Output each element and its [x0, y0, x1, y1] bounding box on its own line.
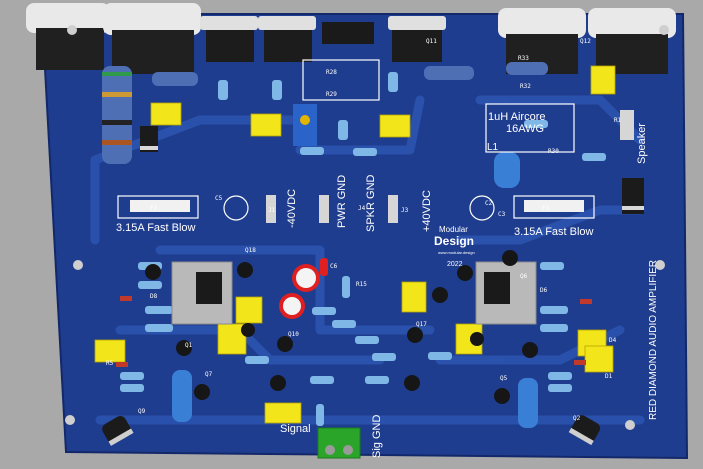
pwr-gnd-label: PWR GND — [336, 175, 348, 228]
signal-resistors — [120, 72, 606, 426]
product-name: RED DIAMOND AUDIO AMPLIFIER — [648, 260, 659, 420]
svg-text:Q6: Q6 — [520, 273, 528, 280]
r28-r29-outline: R28 R29 — [293, 59, 380, 146]
svg-text:Q11: Q11 — [426, 38, 437, 45]
cap-outlines — [223, 195, 495, 221]
svg-text:F1: F1 — [542, 205, 550, 212]
svg-text:Q5: Q5 — [500, 375, 508, 382]
pos-rail-label: +40VDC — [421, 190, 433, 232]
svg-text:R15: R15 — [356, 281, 367, 288]
electrolytic-capacitors — [102, 258, 601, 446]
svg-text:R1: R1 — [614, 117, 622, 124]
svg-text:C5: C5 — [215, 195, 223, 202]
power-headers — [266, 110, 634, 223]
svg-text:Q17: Q17 — [416, 321, 427, 328]
svg-text:D6: D6 — [540, 287, 548, 294]
heatsinks — [171, 261, 537, 325]
svg-text:J3: J3 — [401, 207, 409, 214]
svg-text:Design: Design — [434, 234, 474, 248]
svg-text:Q10: Q10 — [288, 331, 299, 338]
diodes — [116, 126, 644, 367]
brand-logo: Modular Design www.modular.design 2022 — [434, 225, 475, 268]
svg-text:R5: R5 — [106, 360, 114, 367]
power-transistors-top — [26, 3, 676, 74]
inductor-l1: 1uH Aircore 16AWG L1 — [485, 103, 575, 153]
svg-text:www.modular.design: www.modular.design — [438, 250, 475, 255]
svg-text:D4: D4 — [609, 337, 617, 344]
small-transistors — [145, 250, 538, 404]
svg-text:Q18: Q18 — [245, 247, 256, 254]
neg-rail-label: -40VDC — [286, 189, 298, 228]
svg-text:J1: J1 — [268, 207, 276, 214]
speaker-label: Speaker — [636, 123, 648, 164]
svg-text:3.15A Fast Blow: 3.15A Fast Blow — [514, 226, 594, 238]
svg-text:L1: L1 — [487, 142, 499, 153]
signal-label: Signal — [280, 423, 311, 435]
svg-text:J4: J4 — [358, 205, 366, 212]
svg-text:2022: 2022 — [447, 261, 463, 268]
fuse-right: F1 3.15A Fast Blow — [513, 195, 595, 238]
sig-gnd-label: Sig GND — [371, 415, 383, 458]
svg-text:R33: R33 — [518, 55, 529, 62]
svg-text:F2: F2 — [150, 205, 158, 212]
signal-input-connector — [317, 427, 361, 459]
svg-text:Q2: Q2 — [573, 415, 581, 422]
svg-text:Modular: Modular — [439, 225, 468, 234]
svg-text:D1: D1 — [605, 373, 613, 380]
svg-text:16AWG: 16AWG — [506, 123, 544, 135]
svg-text:C6: C6 — [330, 263, 338, 270]
fuse-left: F2 3.15A Fast Blow — [116, 195, 199, 234]
svg-text:C3: C3 — [498, 211, 506, 218]
svg-text:C2: C2 — [485, 200, 493, 207]
svg-text:R32: R32 — [520, 83, 531, 90]
svg-text:D8: D8 — [150, 293, 158, 300]
svg-text:R28: R28 — [326, 69, 337, 76]
svg-text:Q7: Q7 — [205, 371, 213, 378]
svg-text:3.15A Fast Blow: 3.15A Fast Blow — [116, 222, 196, 234]
ref-designators: Q12 Q11 R33 R32 R30 Q18 Q17 Q1 Q9 Q7 Q2 … — [106, 38, 622, 422]
svg-text:R29: R29 — [326, 91, 337, 98]
svg-text:Q12: Q12 — [580, 38, 591, 45]
mounting-holes — [65, 25, 669, 430]
svg-text:R30: R30 — [548, 148, 559, 155]
power-resistors — [102, 62, 548, 428]
spkr-gnd-label: SPKR GND — [365, 174, 377, 232]
svg-text:1uH Aircore: 1uH Aircore — [488, 111, 545, 123]
svg-text:Q1: Q1 — [185, 342, 193, 349]
svg-text:Q9: Q9 — [138, 408, 146, 415]
